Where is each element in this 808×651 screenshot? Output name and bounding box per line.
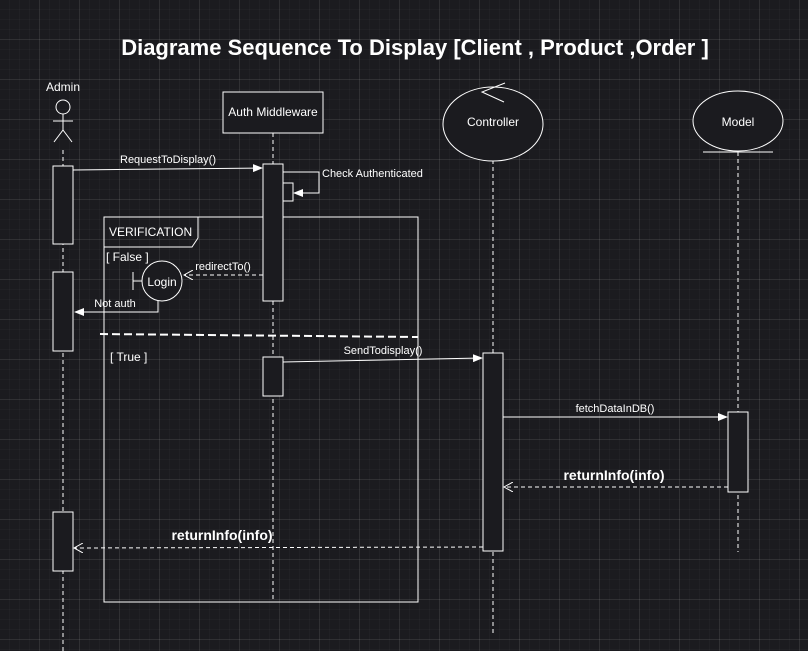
admin-activation-2	[52, 271, 74, 352]
diagram-title: Diagrame Sequence To Display [Client , P…	[121, 35, 709, 60]
message-label: returnInfo(info)	[563, 467, 664, 483]
message-send-to-display: SendTodisplay()	[282, 345, 483, 363]
message-return-info-admin: returnInfo(info)	[74, 527, 484, 548]
model-activation	[727, 411, 749, 493]
auth-self-activation	[282, 182, 294, 202]
auth-middleware-participant[interactable]: Auth Middleware	[222, 91, 324, 134]
message-label: returnInfo(info)	[171, 527, 272, 543]
verification-fragment: VERIFICATION [ False ] [ True ]	[99, 216, 419, 603]
message-label: Not auth	[94, 298, 136, 310]
controller-icon	[480, 82, 506, 103]
admin-activation-3	[52, 511, 74, 572]
auth-activation-1	[262, 163, 284, 302]
model-label: Model	[722, 115, 755, 129]
model-participant[interactable]: Model	[692, 90, 784, 153]
fragment-tab	[104, 217, 199, 248]
login-label: Login	[147, 275, 176, 289]
controller-activation	[482, 352, 504, 552]
message-label: SendTodisplay()	[344, 345, 423, 357]
auth-middleware-label: Auth Middleware	[228, 105, 318, 119]
guard-true: [ True ]	[110, 350, 147, 364]
message-request-to-display: RequestToDisplay()	[72, 154, 263, 173]
admin-actor[interactable]: Admin	[46, 80, 80, 143]
fragment-name: VERIFICATION	[109, 225, 192, 239]
guard-false: [ False ]	[106, 250, 149, 264]
message-label: Check Authenticated	[322, 168, 423, 180]
actor-icon	[53, 99, 73, 143]
login-boundary[interactable]: Login	[132, 260, 183, 302]
message-label: fetchDataInDB()	[576, 403, 655, 415]
fragment-frame	[103, 216, 419, 603]
message-label: redirectTo()	[195, 261, 251, 273]
message-label: RequestToDisplay()	[120, 154, 216, 166]
message-check-authenticated: Check Authenticated	[283, 168, 423, 197]
admin-label: Admin	[46, 80, 80, 94]
message-fetch-data: fetchDataInDB()	[503, 403, 728, 421]
admin-activation-1	[52, 165, 74, 245]
controller-label: Controller	[467, 115, 519, 129]
message-not-auth: Not auth	[74, 298, 159, 316]
message-return-info-model: returnInfo(info)	[504, 467, 728, 487]
auth-activation-2	[262, 356, 284, 397]
operand-separator	[99, 333, 419, 338]
controller-participant[interactable]: Controller	[442, 82, 544, 162]
message-redirect-to: redirectTo()	[184, 261, 263, 275]
